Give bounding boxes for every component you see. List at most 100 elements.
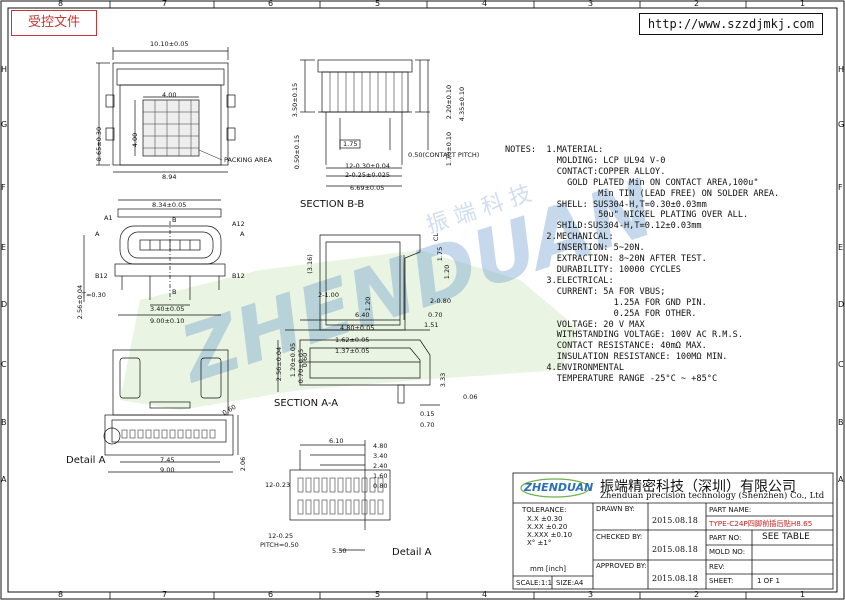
section-bb xyxy=(300,59,430,187)
dimension-label-d2-160: 1.60 xyxy=(373,472,388,480)
zone-col-label: 5 xyxy=(375,590,381,599)
section-bb-title: SECTION B-B xyxy=(300,199,365,210)
dimension-label-packing-h: 4.00 xyxy=(131,132,140,148)
zone-col-label: 1 xyxy=(800,590,806,599)
drawn-by-label: DRAWN BY: xyxy=(596,505,635,513)
dimension-label-top-width: 10.10±0.05 xyxy=(150,40,189,48)
dimension-label-d2-240: 2.40 xyxy=(373,462,388,470)
size-label: SIZE:A4 xyxy=(556,579,584,587)
zone-row-label: F xyxy=(838,183,843,192)
zone-col-label: 8 xyxy=(58,0,64,8)
detail-a-callout: Detail A xyxy=(66,455,106,466)
drawn-by-date: 2015.08.18 xyxy=(652,516,698,525)
zone-row-label: C xyxy=(838,360,844,369)
dimension-label-b-bot: B xyxy=(172,288,177,296)
zone-col-label: 8 xyxy=(58,590,64,599)
zone-col-label: 7 xyxy=(162,0,168,8)
zone-col-label: 4 xyxy=(482,0,488,8)
detail-view xyxy=(103,349,239,473)
dimension-label-front-h: 2.56±0.04 xyxy=(76,284,85,320)
dimension-label-bb-175: 1.75 xyxy=(343,140,358,148)
dimension-label-d2-610: 6.10 xyxy=(329,437,344,445)
dimension-label-bb-050: 0.50±0.15 xyxy=(293,134,302,170)
section-aa-title: SECTION A-A xyxy=(274,398,339,409)
dimension-label-bb-2: 2-0.25±0.025 xyxy=(345,171,391,179)
tolerance-title: TOLERANCE: xyxy=(522,506,567,514)
scale-value: 1:1 xyxy=(540,579,553,587)
title-logo xyxy=(520,478,590,498)
zone-col-label: 1 xyxy=(800,0,806,8)
dimension-label-d2-12023: 12-0.23 xyxy=(265,481,291,489)
detail-a-view xyxy=(289,440,391,551)
part-no-value: SEE TABLE xyxy=(762,532,810,542)
dimension-label-d2-080: 0.80 xyxy=(373,482,388,490)
website-url[interactable]: http://www.szzdjmkj.com xyxy=(638,13,823,35)
dimension-label-aa-175: 1.75 xyxy=(436,246,445,262)
zone-row-label: G xyxy=(1,120,8,129)
tolerance-2: X.XX ±0.20 xyxy=(527,523,568,531)
dimension-label-d2-550: 5.50 xyxy=(332,547,347,555)
dimension-label-aa-070: 0.70 xyxy=(428,311,443,319)
dimension-label-aa-120b: 1.20 xyxy=(364,296,373,312)
zone-row-label: B xyxy=(838,418,844,427)
sheet-value: 1 OF 1 xyxy=(757,577,780,585)
dimension-label-aa-151: 1.51 xyxy=(424,321,439,329)
dimension-label-d2-pitch: PITCH=0.50 xyxy=(260,541,299,549)
dimension-label-top-bottom: 8.94 xyxy=(162,173,177,181)
dimension-label-aa-640: 6.40 xyxy=(355,311,370,319)
zone-col-label: 2 xyxy=(694,590,700,599)
dimension-label-front-900: 9.00±0.10 xyxy=(150,317,185,325)
dimension-label-aa-006: 0.06 xyxy=(463,393,478,401)
zone-row-label: D xyxy=(838,300,845,309)
dimension-label-bb-350: 3.50±0.15 xyxy=(291,82,300,118)
dimension-label-b-top: B xyxy=(172,216,177,224)
rev-label: REV: xyxy=(709,563,725,571)
controlled-document-stamp: 受控文件 xyxy=(11,10,97,36)
dimension-label-packing-area: PACKING AREA xyxy=(224,156,273,164)
dimension-label-b12: B12 xyxy=(95,272,108,280)
zone-row-label: B xyxy=(1,418,7,427)
dimension-label-top-height: 8.65±0.30 xyxy=(95,126,104,162)
scale-label: SCALE:1:1 xyxy=(516,579,553,587)
dimension-label-packing-w: 4.00 xyxy=(162,91,177,99)
dimension-label-bb-pitch: 0.50(CONTACT PITCH) xyxy=(408,151,480,159)
top-view xyxy=(96,47,236,173)
approved-by-date: 2015.08.18 xyxy=(652,574,698,583)
zone-row-label: H xyxy=(838,65,845,74)
dimension-label-aa-316: (3.16) xyxy=(305,254,314,274)
dimension-label-aa-2080: 2-0.80 xyxy=(430,297,451,305)
dimension-label-da-900: 9.00 xyxy=(160,466,175,474)
company-logo: ZHENDUAN xyxy=(524,481,594,494)
tolerance-4: X° ±1° xyxy=(527,539,552,547)
dimension-label-d2-480: 4.80 xyxy=(373,442,388,450)
zone-row-label: H xyxy=(1,65,8,74)
tolerance-3: X.XXX ±0.10 xyxy=(527,531,573,539)
part-name: TYPE-C24P四脚前插后贴H8.65 xyxy=(709,519,813,528)
zone-col-label: 6 xyxy=(268,0,274,8)
title-block xyxy=(512,472,834,590)
dimension-label-aa-070c: 0.70 xyxy=(420,421,435,429)
detail-a-title: Detail A xyxy=(392,547,432,558)
tolerance-1: X.X ±0.30 xyxy=(527,515,563,523)
dimension-label-d2-340: 3.40 xyxy=(373,452,388,460)
zone-row-label: G xyxy=(838,120,845,129)
dimension-label-front-width: 8.34±0.05 xyxy=(152,201,187,209)
size-value: A4 xyxy=(574,579,584,587)
dimension-label-bb-669: 6.69±0.05 xyxy=(350,184,385,192)
dimension-label-aa-333: 3.33 xyxy=(439,372,448,388)
company-name-en: Zhenduan precision technology (Shenzhen)… xyxy=(600,491,825,501)
dimension-label-front-340: 3.40±0.05 xyxy=(150,305,185,313)
dimension-label-aa-120c: 1.20±0.05 xyxy=(289,342,298,378)
zone-col-label: 4 xyxy=(482,590,488,599)
dimension-label-bb-170: 1.70±0.10 xyxy=(445,131,454,167)
dimension-label-t030: T=0.30 xyxy=(82,291,106,299)
front-view xyxy=(83,199,226,316)
zone-col-label: 5 xyxy=(375,0,381,8)
zone-col-label: 7 xyxy=(162,590,168,599)
dimension-label-aa-2100: 2-1.00 xyxy=(318,291,339,299)
dimension-label-da-206: 2.06 xyxy=(239,456,248,472)
dimension-label-aa-137: 1.37±0.05 xyxy=(335,347,370,355)
dimension-label-a-l: A xyxy=(95,230,100,238)
dimension-label-bb-220: 2.20±0.10 xyxy=(445,84,454,120)
